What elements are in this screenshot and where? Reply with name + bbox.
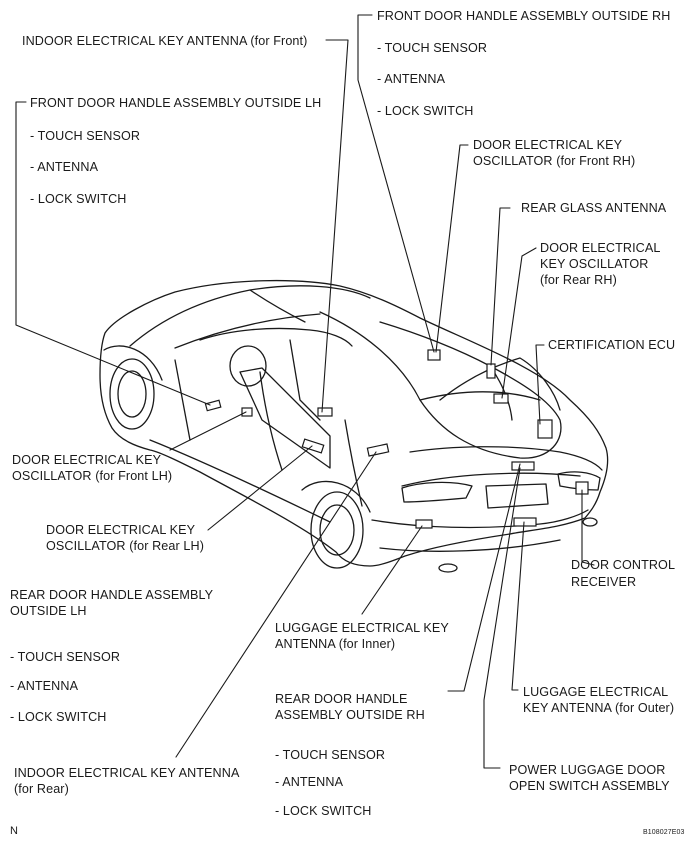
center-console (289, 339, 321, 421)
cabin-opening (319, 311, 562, 459)
rear-bumper (371, 509, 589, 529)
label-front-rh-antenna: - ANTENNA (377, 72, 446, 86)
label-lug-outer-2: KEY ANTENNA (for Outer) (523, 701, 675, 715)
cert-ecu (537, 419, 553, 439)
front-door-line (174, 359, 191, 441)
front-wheel-arch (103, 345, 163, 381)
license-plate (485, 483, 549, 509)
open-front-door (239, 367, 331, 469)
leader-cert-ecu (535, 344, 545, 425)
lug-inner-antenna (415, 519, 433, 529)
label-front-lh-title: FRONT DOOR HANDLE ASSEMBLY OUTSIDE LH (30, 96, 322, 110)
figure-code: B108027E03 (643, 829, 685, 836)
label-power-lug-1: POWER LUGGAGE DOOR (509, 763, 666, 777)
front-wheel (109, 358, 155, 430)
label-front-lh-touch: - TOUCH SENSOR (30, 129, 141, 143)
windshield-lower (174, 313, 321, 349)
osc-front-lh (241, 407, 253, 417)
rear-glass-antenna (486, 363, 496, 379)
power-lug-switch (511, 461, 535, 471)
bumper-lower (379, 539, 561, 552)
rear-seat (419, 391, 541, 401)
rear-wheel-rim (319, 504, 355, 556)
label-lug-outer-1: LUGGAGE ELECTRICAL (523, 685, 669, 699)
leader-rear-glass (490, 207, 511, 366)
front-wheel-rim (117, 370, 147, 418)
label-front-rh-title: FRONT DOOR HANDLE ASSEMBLY OUTSIDE RH (377, 9, 671, 23)
rear-door-line (344, 419, 363, 507)
label-door-ctrl-1: DOOR CONTROL (571, 558, 676, 572)
leader-lug-inner (361, 525, 423, 615)
indoor-antenna-rear (366, 443, 390, 457)
rear-wheel-arch (301, 480, 371, 513)
leader-lug-outer (511, 521, 525, 691)
label-rear-lh-antenna: - ANTENNA (10, 679, 79, 693)
label-indoor-rear-1: INDOOR ELECTRICAL KEY ANTENNA (14, 766, 240, 780)
label-osc-rear-rh-2: KEY OSCILLATOR (540, 257, 649, 271)
osc-rear-rh (493, 393, 509, 404)
leader-rear-lh-title (175, 451, 377, 758)
label-rear-lh-lock: - LOCK SWITCH (10, 710, 107, 724)
steering-wheel (229, 345, 267, 387)
leader-osc-front-rh (435, 144, 469, 353)
label-rear-lh-touch: - TOUCH SENSOR (10, 650, 121, 664)
trunk-lid (409, 446, 603, 471)
rear-door-handle-lh (301, 438, 325, 454)
label-rear-rh-touch: - TOUCH SENSOR (275, 748, 386, 762)
tail-light-left (401, 481, 473, 503)
exhaust-right (582, 517, 598, 527)
label-lug-inner-2: ANTENNA (for Inner) (275, 637, 396, 651)
lug-outer-antenna (513, 517, 537, 527)
rear-wheel (310, 491, 364, 569)
label-front-lh-antenna: - ANTENNA (30, 160, 99, 174)
label-rear-rh-lock: - LOCK SWITCH (275, 804, 372, 818)
corner-letter: N (10, 825, 19, 837)
label-osc-rear-rh-1: DOOR ELECTRICAL (540, 241, 661, 255)
label-power-lug-2: OPEN SWITCH ASSEMBLY (509, 779, 670, 793)
label-rear-rh-title-1: REAR DOOR HANDLE (275, 692, 408, 706)
label-rear-lh-title-1: REAR DOOR HANDLE ASSEMBLY (10, 588, 214, 602)
leader-power-lug (483, 467, 521, 769)
leader-osc-rear-lh (207, 445, 313, 531)
label-osc-rear-lh-2: OSCILLATOR (for Rear LH) (46, 539, 204, 553)
label-osc-front-rh-2: OSCILLATOR (for Front RH) (473, 154, 636, 168)
label-rear-rh-antenna: - ANTENNA (275, 775, 344, 789)
label-osc-rear-rh-3: (for Rear RH) (540, 273, 617, 287)
label-front-rh-touch: - TOUCH SENSOR (377, 41, 488, 55)
leader-front-rh (357, 14, 435, 353)
rear-window (439, 357, 561, 411)
indoor-antenna-front (317, 407, 333, 417)
label-door-ctrl-2: RECEIVER (571, 575, 637, 589)
leader-door-ctrl (581, 489, 595, 566)
leader-rear-rh (447, 463, 521, 692)
a-pillar (249, 289, 306, 323)
leader-indoor-front (321, 39, 349, 413)
label-rear-lh-title-2: OUTSIDE LH (10, 604, 87, 618)
sill-line (149, 439, 331, 523)
label-osc-rear-lh-1: DOOR ELECTRICAL KEY (46, 523, 196, 537)
exhaust (438, 563, 458, 573)
front-door-handle-lh (204, 399, 222, 412)
leader-osc-rear-rh (501, 247, 537, 399)
trunk-edge (401, 472, 581, 487)
label-osc-front-rh-1: DOOR ELECTRICAL KEY (473, 138, 623, 152)
door-split (259, 371, 283, 471)
label-osc-front-lh-1: DOOR ELECTRICAL KEY (12, 453, 162, 467)
label-front-lh-lock: - LOCK SWITCH (30, 192, 127, 206)
leader-front-lh (15, 101, 211, 406)
leader-osc-front-lh (169, 411, 247, 451)
dashboard (199, 327, 353, 347)
tail-light-right (557, 471, 601, 491)
label-osc-front-lh-2: OSCILLATOR (for Front LH) (12, 469, 173, 483)
label-lug-inner-1: LUGGAGE ELECTRICAL KEY (275, 621, 449, 635)
label-rear-glass: REAR GLASS ANTENNA (521, 201, 667, 215)
label-cert-ecu: CERTIFICATION ECU (548, 338, 676, 352)
label-rear-rh-title-2: ASSEMBLY OUTSIDE RH (275, 708, 425, 722)
label-indoor-rear-2: (for Rear) (14, 782, 69, 796)
car-body-outline (99, 279, 609, 567)
label-front-rh-lock: - LOCK SWITCH (377, 104, 474, 118)
label-indoor-front: INDOOR ELECTRICAL KEY ANTENNA (for Front… (22, 34, 308, 48)
